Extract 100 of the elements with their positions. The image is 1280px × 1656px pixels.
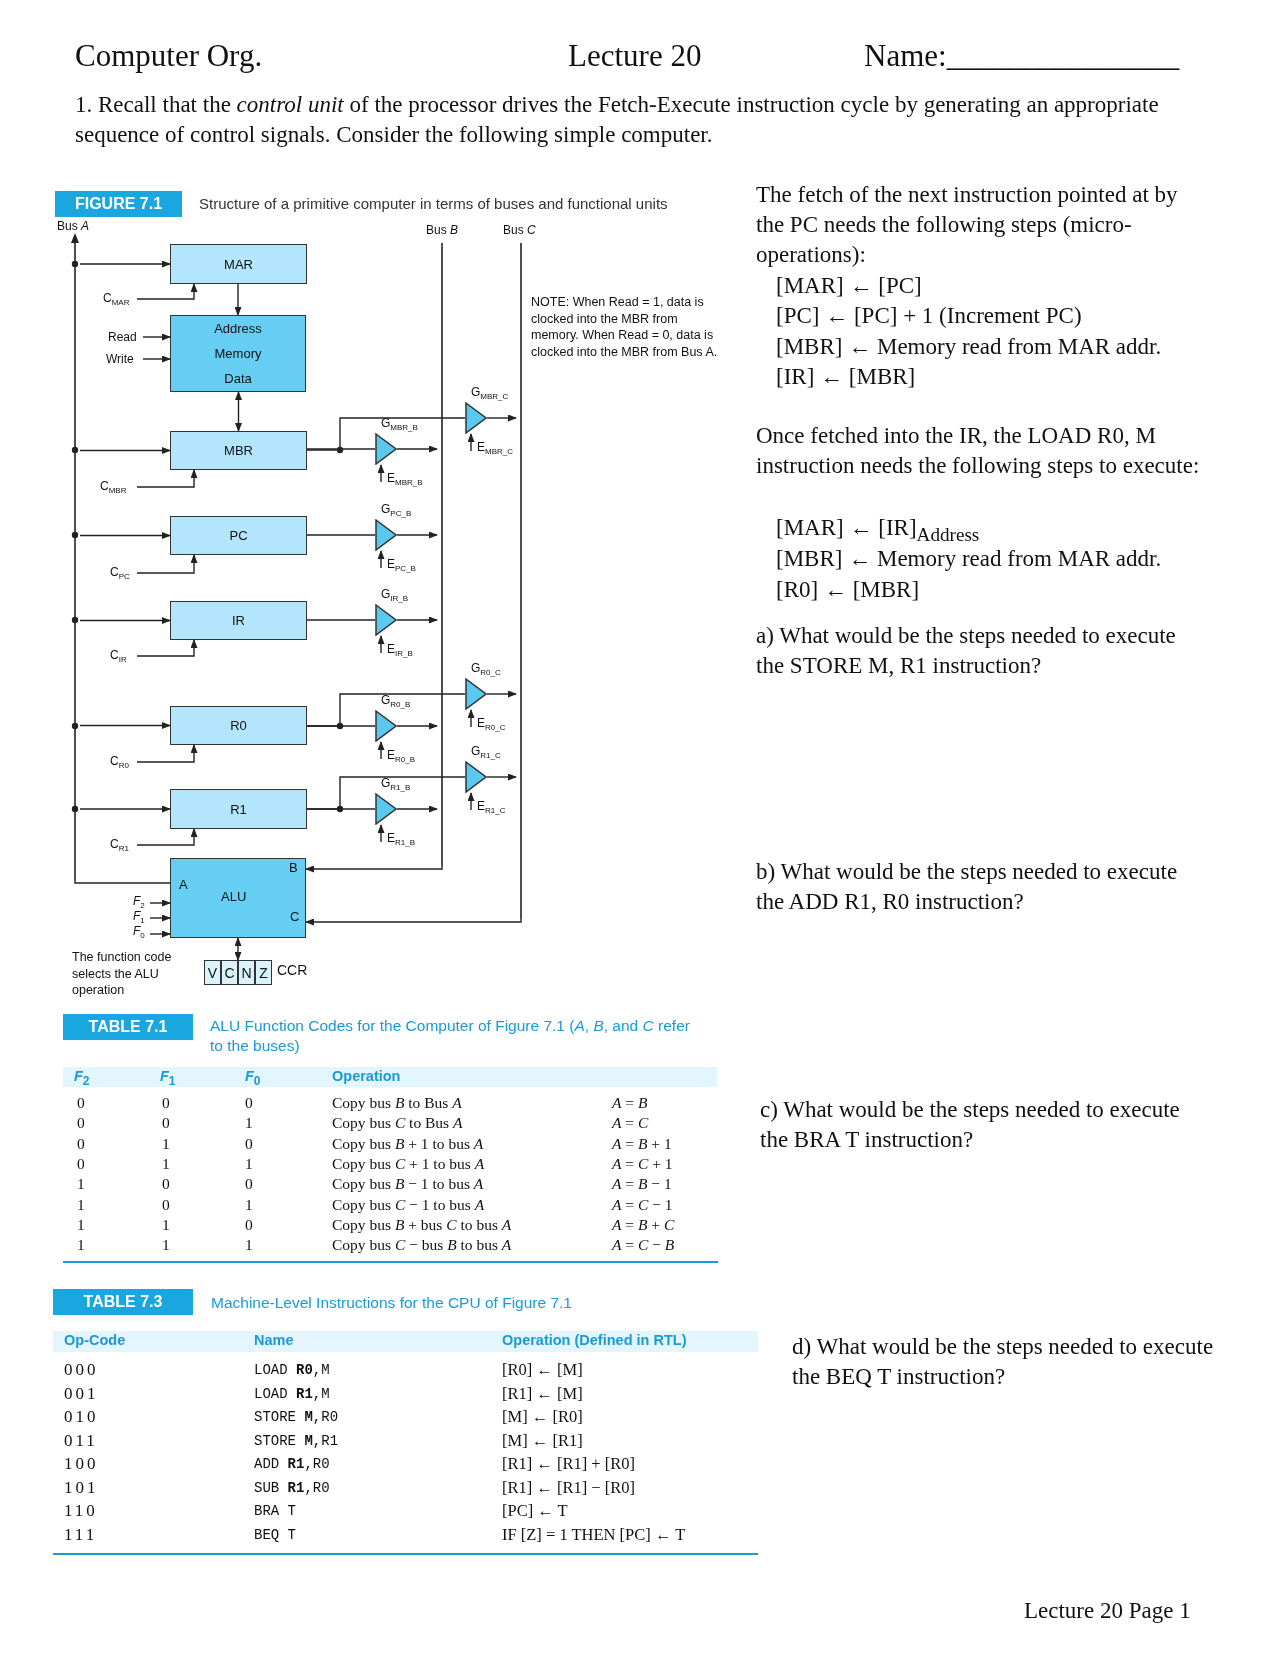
table-header: F$_{1}$ bbox=[160, 1068, 176, 1088]
signal-label: Read bbox=[108, 330, 137, 344]
signal-label: Write bbox=[106, 352, 134, 366]
table-cell: 1 bbox=[162, 1154, 170, 1173]
table-cell: 1 bbox=[162, 1236, 170, 1255]
signal-label: E$_{R0_C}$ bbox=[477, 716, 506, 735]
table-cell: A = B + C bbox=[612, 1215, 675, 1234]
buffer-gate bbox=[375, 710, 397, 742]
register-box: MAR bbox=[170, 244, 307, 284]
table-header: F$_{0}$ bbox=[245, 1068, 261, 1088]
arrow bbox=[149, 899, 171, 907]
table-badge: TABLE 7.3 bbox=[53, 1289, 193, 1315]
arrow bbox=[377, 741, 385, 760]
table-cell: 0 bbox=[162, 1195, 170, 1214]
table-cell: A = C − B bbox=[612, 1236, 675, 1255]
table-cell: 001 bbox=[64, 1383, 99, 1404]
figure-caption: Structure of a primitive computer in terms of buses and functional units bbox=[199, 195, 668, 212]
flag-cell: C bbox=[221, 960, 238, 985]
table-caption: ALU Function Codes for the Computer of Figure 7.1 (A, B, and C refer to the buses) bbox=[210, 1016, 691, 1056]
table-cell: 0 bbox=[245, 1094, 253, 1112]
gate-label: G$_{R0_C}$ bbox=[471, 661, 501, 680]
arrow bbox=[136, 554, 198, 574]
table-cell: 011 bbox=[64, 1430, 98, 1451]
table-cell: 0 bbox=[162, 1114, 170, 1133]
table-cell: A = B + 1 bbox=[612, 1134, 672, 1153]
table-cell: [R1] ← [R1] − [R0] bbox=[502, 1477, 636, 1498]
arrow bbox=[142, 333, 171, 341]
table-cell: [M] ← [R1] bbox=[502, 1430, 583, 1451]
arrow bbox=[136, 469, 198, 488]
table-cell: BEQ T bbox=[254, 1526, 296, 1543]
connector-line bbox=[74, 879, 171, 884]
bus-label: Bus A bbox=[57, 219, 90, 233]
table-cell: 0 bbox=[162, 1175, 170, 1194]
table-cell: Copy bus C − 1 to bus A bbox=[332, 1195, 485, 1214]
arrow bbox=[79, 617, 171, 624]
table-cell: 0 bbox=[77, 1134, 85, 1153]
signal-label: E$_{R1_B}$ bbox=[387, 831, 416, 850]
register-box: IR bbox=[170, 601, 307, 640]
table-cell: [R1] ← [M] bbox=[502, 1383, 583, 1404]
intro-paragraph: 1. Recall that the control unit of the processor drives the Fetch-Execute instruction cycle by generating an appropriate sequence of control signals. Consider the following simple computer. bbox=[75, 91, 1160, 149]
port-label: B bbox=[289, 860, 298, 875]
signal-label: C$_{R0}$ bbox=[110, 754, 129, 773]
arrow bbox=[467, 792, 475, 811]
arrow bbox=[305, 865, 443, 873]
table-cell: 0 bbox=[245, 1134, 253, 1153]
table-cell: IF [Z] = 1 THEN [PC] ← T bbox=[502, 1524, 686, 1545]
buffer-gate bbox=[465, 402, 487, 434]
port-label: A bbox=[179, 877, 188, 892]
bus-line bbox=[70, 233, 80, 880]
arrow bbox=[136, 283, 198, 300]
table-cell: 101 bbox=[64, 1477, 99, 1498]
register-box: R1 bbox=[170, 789, 307, 829]
table-cell: Copy bus B to Bus A bbox=[332, 1094, 462, 1112]
arrow bbox=[79, 447, 171, 454]
signal-label: F$_{2}$ bbox=[133, 894, 145, 911]
table-cell: SUB R1,R0 bbox=[254, 1479, 330, 1496]
flag-cell: Z bbox=[255, 960, 272, 985]
arrow bbox=[136, 828, 198, 846]
arrow bbox=[377, 635, 385, 654]
flag-register bbox=[204, 960, 272, 985]
micro-operation: [R0] ← [MBR] bbox=[776, 576, 920, 604]
memory-box bbox=[170, 315, 306, 392]
table-cell: 0 bbox=[77, 1154, 85, 1173]
table-header: Operation bbox=[332, 1068, 401, 1084]
flag-cell: N bbox=[238, 960, 255, 985]
signal-label: E$_{R1_C}$ bbox=[477, 799, 506, 818]
arrow bbox=[79, 532, 171, 539]
arrow bbox=[235, 391, 242, 432]
instruction-text: Once fetched into the IR, the LOAD R0, M instruction needs the following steps to execute: bbox=[756, 422, 1201, 480]
table-cell: Copy bus B + 1 to bus A bbox=[332, 1134, 484, 1153]
table-cell: 0 bbox=[245, 1175, 253, 1194]
arrow bbox=[377, 550, 385, 569]
arrow bbox=[377, 824, 385, 843]
buffer-gate bbox=[465, 678, 487, 710]
arrow bbox=[396, 445, 438, 453]
table-cell: 100 bbox=[64, 1454, 99, 1474]
memory-label: Address bbox=[214, 321, 262, 336]
arrow bbox=[396, 616, 438, 624]
table-cell: BRA T bbox=[254, 1503, 296, 1519]
table-cell: 000 bbox=[64, 1360, 99, 1380]
table-cell: 1 bbox=[77, 1236, 85, 1255]
arrow bbox=[467, 433, 475, 452]
table-cell: 0 bbox=[77, 1094, 85, 1112]
signal-label: F$_{0}$ bbox=[133, 924, 145, 943]
arrow bbox=[234, 937, 242, 961]
signal-label: C$_{MAR}$ bbox=[103, 291, 130, 310]
table-cell: 1 bbox=[77, 1175, 85, 1194]
connector-line bbox=[306, 534, 376, 536]
table-caption: Machine-Level Instructions for the CPU of Figure 7.1 bbox=[211, 1293, 572, 1313]
header-text: Computer Org. bbox=[75, 38, 263, 74]
connector-line bbox=[306, 808, 376, 810]
bus-label: Bus B bbox=[426, 223, 459, 237]
table-cell: 110 bbox=[64, 1501, 98, 1521]
signal-label: E$_{MBR_C}$ bbox=[477, 440, 514, 459]
table-header: F$_{2}$ bbox=[74, 1068, 90, 1088]
signal-label: C$_{PC}$ bbox=[110, 565, 130, 584]
table-cell: Copy bus B − 1 to bus A bbox=[332, 1175, 484, 1194]
arrow bbox=[467, 709, 475, 728]
gate-label: G$_{MBR_C}$ bbox=[471, 385, 509, 404]
table-cell: A = B bbox=[612, 1094, 648, 1112]
